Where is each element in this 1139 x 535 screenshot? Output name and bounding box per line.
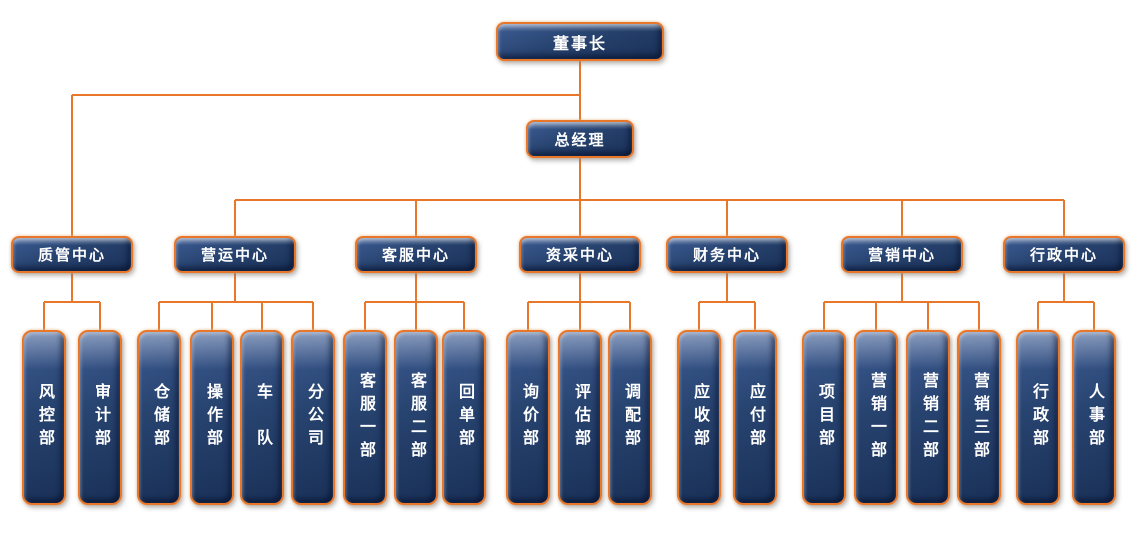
node-allocation-dept: 调配部 bbox=[608, 330, 652, 505]
node-finance-center: 财务中心 bbox=[666, 236, 788, 273]
node-customer-service-dept-2: 客服二部 bbox=[394, 330, 438, 505]
node-hr-dept: 人事部 bbox=[1072, 330, 1116, 505]
node-fleet-dept: 车 队 bbox=[240, 330, 284, 505]
node-chairman-label: 董事长 bbox=[552, 35, 607, 53]
node-receipt-dept: 回单部 bbox=[442, 330, 486, 505]
node-inquiry-dept: 询价部 bbox=[506, 330, 550, 505]
node-administration-center: 行政中心 bbox=[1003, 236, 1125, 273]
node-warehouse-dept: 仓储部 bbox=[137, 330, 181, 505]
node-evaluation-dept: 评估部 bbox=[558, 330, 602, 505]
node-general-manager: 总经理 bbox=[526, 120, 634, 158]
node-marketing-dept-1: 营销一部 bbox=[854, 330, 898, 505]
node-audit-dept: 审计部 bbox=[78, 330, 122, 505]
node-procurement-center: 资采中心 bbox=[519, 236, 641, 273]
node-administration-dept: 行政部 bbox=[1016, 330, 1060, 505]
node-marketing-center: 营销中心 bbox=[841, 236, 963, 273]
node-customer-service-dept-1: 客服一部 bbox=[343, 330, 387, 505]
node-operations-center: 营运中心 bbox=[174, 236, 296, 273]
node-general-manager-label: 总经理 bbox=[554, 131, 606, 149]
node-branch-company: 分公司 bbox=[291, 330, 335, 505]
node-customer-service-center: 客服中心 bbox=[355, 236, 477, 273]
node-risk-control-dept: 风控部 bbox=[22, 330, 66, 505]
node-project-dept: 项目部 bbox=[802, 330, 846, 505]
node-marketing-dept-3: 营销三部 bbox=[957, 330, 1001, 505]
node-payables-dept: 应付部 bbox=[733, 330, 777, 505]
node-operation-dept: 操作部 bbox=[190, 330, 234, 505]
node-chairman: 董事长 bbox=[496, 22, 664, 61]
node-marketing-dept-2: 营销二部 bbox=[906, 330, 950, 505]
node-receivables-dept: 应收部 bbox=[677, 330, 721, 505]
node-quality-management-center: 质管中心 bbox=[11, 236, 133, 273]
